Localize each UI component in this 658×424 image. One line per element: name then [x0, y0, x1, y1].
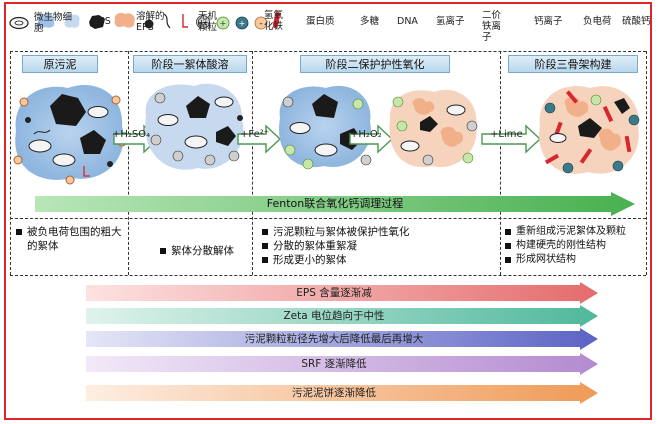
- trend-label-cake: 污泥泥饼逐渐降低: [292, 387, 376, 399]
- ferrous-ion-icon: +: [216, 16, 230, 30]
- bullet-item: 分散的絮体重絮凝: [262, 239, 496, 253]
- bullet-item: 污泥颗粒与絮体被保护性氧化: [262, 225, 496, 239]
- trend-label-srf: SRF 逐渐降低: [301, 358, 367, 370]
- bullets-stage1: 絮体分散解体: [160, 244, 250, 258]
- trend-arrow-eps: EPS 含量逐渐减: [86, 282, 598, 304]
- bullet-text: 被负电荷包围的粗大的絮体: [27, 226, 122, 252]
- bullet-item: 形成更小的絮体: [262, 253, 496, 267]
- trend-label-eps: EPS 含量逐渐减: [296, 287, 372, 299]
- process-arrow: Fenton联合氧化钙调理过程: [35, 192, 635, 216]
- floc-stage2b: [389, 89, 478, 168]
- bottom-divider: [10, 275, 646, 276]
- trend-arrow-srf: SRF 逐渐降低: [86, 353, 598, 375]
- trend-arrow-zeta: Zeta 电位趋向于中性: [86, 305, 598, 327]
- legend-eps-label: EPS: [93, 16, 111, 27]
- bullet-item: 构建硬壳的刚性结构: [505, 239, 647, 253]
- legend-hydrogen-label: 氢离子: [436, 16, 465, 27]
- bullet-text: 构建硬壳的刚性结构: [516, 240, 606, 251]
- hydrogen-ion-icon: H+: [195, 15, 210, 29]
- stage-label-raw: 原污泥: [22, 55, 98, 73]
- legend-polysaccharide-label: 多糖: [360, 16, 380, 27]
- h2o2-arrow: [349, 124, 394, 154]
- sludge-illustration: [13, 83, 640, 185]
- bullet-item: 重新组成污泥絮体及颗粒: [505, 225, 647, 239]
- legend-dna-label: DNA: [397, 16, 418, 27]
- reagent-h2so4: +H₂SO₄: [112, 129, 151, 140]
- eps-icon: [37, 14, 55, 28]
- legend-iron-hydroxide-label: 氢氧化铁: [264, 10, 284, 32]
- legend-calcium-sulfate-label: 硫酸钙: [622, 16, 651, 27]
- mid-divider: [10, 218, 646, 219]
- divider-2: [252, 51, 253, 275]
- trend-label-zeta: Zeta 电位趋向于中性: [283, 310, 385, 322]
- bullet-text: 形成更小的絮体: [273, 254, 347, 266]
- lime-arrow: [481, 124, 542, 154]
- fe2-arrow: [237, 124, 282, 154]
- bullet-text: 污泥颗粒与絮体被保护性氧化: [273, 226, 410, 238]
- trend-arrow-cake: 污泥泥饼逐渐降低: [86, 382, 598, 404]
- bullet-text: 重新组成污泥絮体及颗粒: [516, 226, 626, 237]
- bullet-item: 絮体分散解体: [160, 244, 250, 258]
- stage-label-3: 阶段三骨架构建: [508, 55, 638, 73]
- iron-hydroxide-icon: [114, 12, 136, 28]
- legend: 微生物细胞 EPS 溶解的EPS 无机颗粒 氢氧化铁 蛋白质 多糖 DNA H+…: [8, 10, 651, 48]
- figure-frame: [4, 2, 652, 420]
- trend-arrow-particle: 污泥颗粒粒径先增大后降低最后再增大: [86, 328, 598, 350]
- dna-icon: [181, 14, 188, 28]
- bullet-text: 形成网状结构: [516, 254, 576, 265]
- bullets-raw: 被负电荷包围的粗大的絮体: [16, 225, 124, 253]
- trend-arrow-shape: [86, 282, 598, 304]
- svg-text:+: +: [239, 19, 246, 28]
- top-divider: [10, 51, 646, 52]
- bullet-item: 被负电荷包围的粗大的絮体: [16, 225, 124, 253]
- floc-stage1: [145, 83, 244, 170]
- legend-ferrous-label: 二价铁离子: [482, 10, 502, 43]
- bullet-text: 絮体分散解体: [171, 245, 234, 257]
- bullet-item: 形成网状结构: [505, 253, 647, 267]
- calcium-ion-icon: +: [235, 16, 249, 30]
- divider-right: [646, 51, 647, 275]
- process-arrow-shape: [35, 192, 635, 216]
- legend-protein-label: 蛋白质: [306, 16, 335, 27]
- bullet-text: 分散的絮体重絮凝: [273, 240, 357, 252]
- trend-arrow-shape: [86, 382, 598, 404]
- negative-charge-icon: -: [254, 16, 268, 30]
- protein-icon: [144, 19, 154, 29]
- floc-stage2a: [279, 85, 372, 170]
- legend-microbe-label: 微生物细胞: [34, 12, 73, 34]
- trend-arrow-shape: [86, 353, 598, 375]
- floc-raw: [13, 85, 127, 185]
- divider-3: [500, 51, 501, 275]
- bullets-stage2: 污泥颗粒与絮体被保护性氧化 分散的絮体重絮凝 形成更小的絮体: [262, 225, 496, 267]
- legend-calcium-label: 钙离子: [534, 16, 563, 27]
- stage-label-2: 阶段二保护护性氧化: [300, 55, 450, 73]
- reagent-fe2: +Fe²⁺: [240, 129, 270, 140]
- trend-label-particle: 污泥颗粒粒径先增大后降低最后再增大: [244, 333, 424, 345]
- reagent-lime: +Lime: [490, 129, 523, 140]
- reagent-h2o2: +H₂O₂: [350, 129, 382, 140]
- legend-dissolved-eps-label: 溶解的EPS: [136, 11, 165, 33]
- dissolved-eps-icon: [64, 14, 80, 28]
- legend-inorganic-label: 无机颗粒: [198, 11, 218, 33]
- polysaccharide-icon: [163, 13, 171, 29]
- trend-arrow-shape: [86, 328, 598, 350]
- legend-negative-label: 负电荷: [583, 16, 612, 27]
- calcium-sulfate-icon: [272, 11, 281, 29]
- svg-text:H+: H+: [197, 19, 208, 27]
- process-title: Fenton联合氧化钙调理过程: [266, 197, 404, 210]
- floc-stage3: [539, 85, 640, 174]
- stage-label-1: 阶段一絮体酸溶: [133, 55, 247, 73]
- bullets-stage3: 重新组成污泥絮体及颗粒 构建硬壳的刚性结构 形成网状结构: [505, 225, 647, 267]
- svg-text:+: +: [219, 19, 226, 28]
- divider-1: [128, 51, 129, 275]
- trend-arrow-shape: [86, 305, 598, 327]
- svg-text:-: -: [259, 19, 262, 29]
- microbe-cell-icon: [9, 16, 29, 30]
- inorganic-particle-icon: [89, 15, 106, 29]
- divider-left: [10, 51, 11, 275]
